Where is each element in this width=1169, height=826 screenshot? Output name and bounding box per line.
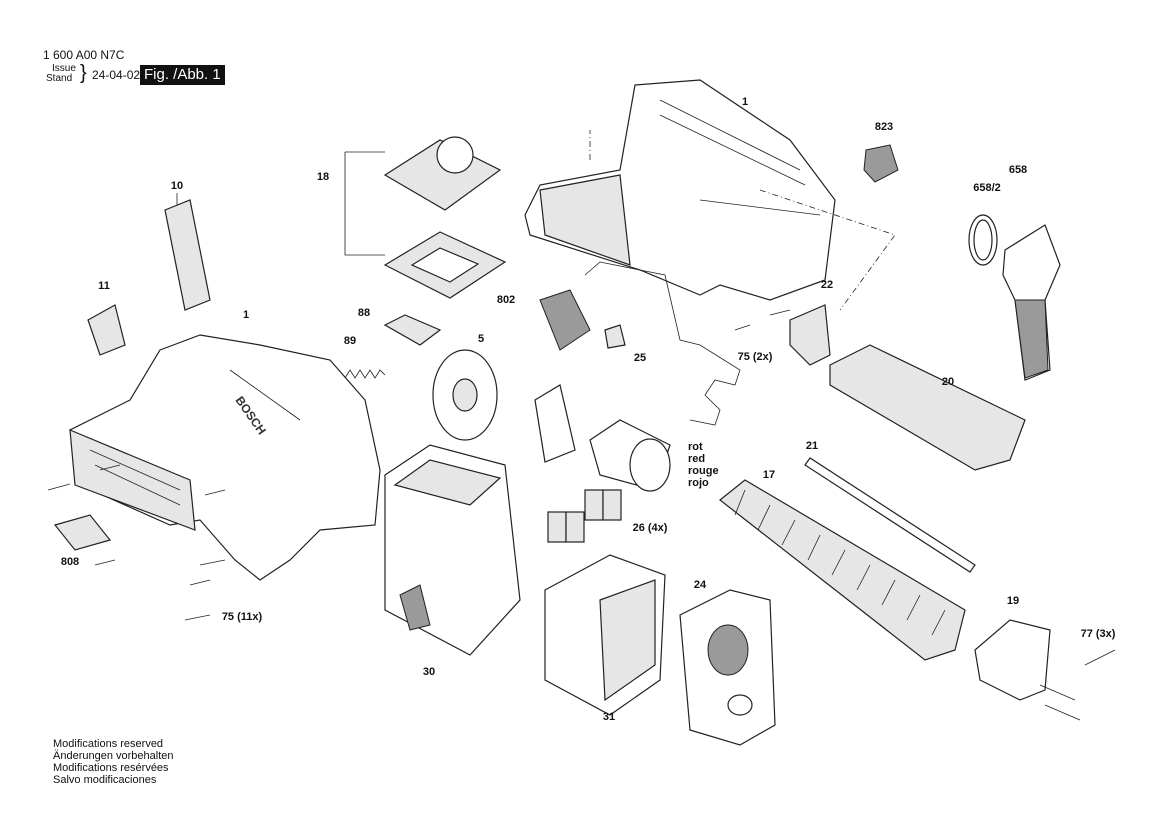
figure-label: Fig. /Abb. 1: [140, 65, 225, 85]
switch-harness-part: [584, 261, 741, 426]
callout-10: 10: [170, 180, 184, 192]
screws-75-11x: [47, 464, 226, 621]
dust-box-part: [384, 444, 521, 656]
callout-75-11x: 75 (11x): [221, 611, 263, 623]
wire-color-en: red: [688, 453, 706, 465]
callout-5: 5: [477, 333, 485, 345]
callout-75-2x: 75 (2x): [737, 351, 773, 363]
wire-color-es: rojo: [688, 477, 709, 489]
foam-pad: [584, 489, 604, 521]
callout-21: 21: [805, 440, 819, 452]
callout-1-left: 1: [242, 309, 250, 321]
issue-label: Issue: [52, 63, 76, 74]
housing-left-part: BOSCH: [69, 334, 381, 581]
callout-88: 88: [357, 307, 371, 319]
telescope-tube-part: [829, 344, 1026, 471]
wire-color-fr: rouge: [688, 465, 719, 477]
callout-808: 808: [60, 556, 80, 568]
callout-22: 22: [820, 279, 834, 291]
callout-11: 11: [98, 280, 110, 292]
label-sheet-808: [53, 514, 112, 551]
nozzle-part: [968, 214, 1061, 381]
callout-1-top: 1: [741, 96, 749, 108]
callout-89: 89: [343, 335, 357, 347]
callout-658-2: 658/2: [973, 182, 1001, 194]
callout-802: 802: [496, 294, 516, 306]
housing-top-part: [524, 79, 836, 301]
callout-26-4x: 26 (4x): [632, 522, 668, 534]
spring-part: [344, 369, 386, 379]
label-sheet-10: [164, 199, 211, 311]
callout-77-3x: 77 (3x): [1080, 628, 1116, 640]
connector-part: [604, 324, 626, 349]
footer-line-fr: Modifications resérvées: [53, 762, 169, 774]
guide-rod-part: [804, 457, 976, 573]
motor-plate: [534, 384, 576, 463]
fan-part: [432, 349, 498, 441]
end-cap-part: [974, 619, 1051, 701]
callout-823: 823: [874, 121, 894, 133]
screws-77-3x: [1039, 649, 1116, 721]
switch-slider-part: [383, 314, 442, 346]
cover-part: [679, 589, 776, 746]
callout-19: 19: [1006, 595, 1020, 607]
callout-24: 24: [693, 579, 707, 591]
footer-line-es: Salvo modificaciones: [53, 774, 157, 786]
callout-20: 20: [941, 376, 955, 388]
callout-18: 18: [316, 171, 330, 183]
stand-label: Stand: [46, 73, 73, 84]
issue-date: 24-04-02: [92, 68, 141, 82]
clip-part: [863, 144, 899, 183]
hose-part: [719, 479, 966, 661]
document-number: 1 600 A00 N7C: [43, 48, 125, 62]
callout-17: 17: [762, 469, 776, 481]
filter-part: [544, 554, 666, 716]
bracket-part: [789, 304, 831, 366]
wire-color-de: rot: [688, 441, 703, 453]
footer-line-en: Modifications reserved: [53, 738, 164, 750]
footer-line-de: Änderungen vorbehalten: [53, 750, 174, 762]
callout-25: 25: [633, 352, 647, 364]
brace: }: [80, 62, 87, 84]
callout-30: 30: [422, 666, 436, 678]
callout-658: 658: [1008, 164, 1028, 176]
motor-part: [589, 419, 671, 492]
label-sheet-11: [87, 304, 126, 356]
callout-31: 31: [602, 711, 616, 723]
